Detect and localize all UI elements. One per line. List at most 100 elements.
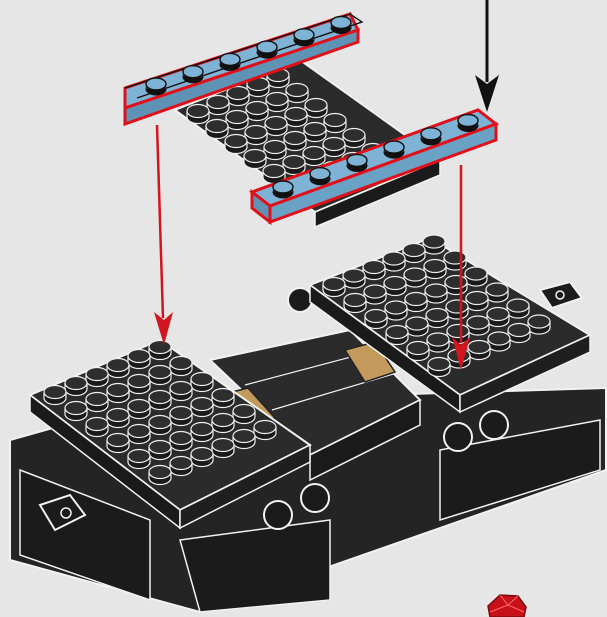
stud bbox=[467, 316, 489, 335]
stud bbox=[149, 366, 171, 385]
stud bbox=[245, 126, 267, 145]
stud bbox=[468, 341, 490, 360]
stud bbox=[363, 261, 385, 280]
stud bbox=[86, 393, 108, 412]
stud bbox=[458, 115, 478, 132]
stud bbox=[528, 315, 550, 334]
stud bbox=[265, 117, 287, 136]
stud bbox=[347, 154, 367, 171]
stud bbox=[386, 326, 408, 345]
stud bbox=[183, 66, 203, 83]
stud bbox=[254, 421, 276, 440]
stud bbox=[212, 389, 234, 408]
stud bbox=[426, 309, 448, 328]
stud bbox=[323, 138, 345, 157]
stud bbox=[128, 425, 150, 444]
stud bbox=[310, 168, 330, 185]
stud bbox=[149, 466, 171, 485]
stud bbox=[257, 41, 277, 58]
stud bbox=[385, 301, 407, 320]
wheel bbox=[480, 411, 508, 439]
stud bbox=[44, 386, 66, 405]
stud bbox=[146, 78, 166, 95]
stud bbox=[508, 324, 530, 343]
stud bbox=[170, 407, 192, 426]
stud bbox=[233, 405, 255, 424]
placement-arrow-top bbox=[475, 0, 499, 112]
stud bbox=[365, 310, 387, 329]
stud bbox=[331, 17, 351, 34]
stud bbox=[273, 181, 293, 198]
stud bbox=[191, 423, 213, 442]
stud bbox=[191, 448, 213, 467]
stud bbox=[226, 111, 248, 130]
stud bbox=[403, 244, 425, 263]
wheel bbox=[444, 423, 472, 451]
stud bbox=[427, 333, 449, 352]
stud bbox=[488, 332, 510, 351]
stud bbox=[407, 342, 429, 361]
stud bbox=[207, 96, 229, 115]
stud bbox=[324, 114, 346, 133]
stud bbox=[128, 350, 150, 369]
stud bbox=[264, 141, 286, 160]
stud bbox=[487, 308, 509, 327]
stud bbox=[128, 400, 150, 419]
stud bbox=[424, 260, 446, 279]
stud bbox=[425, 284, 447, 303]
stud bbox=[86, 368, 108, 387]
stud bbox=[486, 283, 508, 302]
stud bbox=[212, 439, 234, 458]
wheel bbox=[288, 288, 312, 312]
stud bbox=[446, 300, 468, 319]
stud bbox=[445, 276, 467, 295]
stud bbox=[466, 292, 488, 311]
placement-arrow-left bbox=[154, 125, 173, 345]
stud bbox=[305, 99, 327, 118]
stud bbox=[170, 457, 192, 476]
stud bbox=[266, 93, 288, 112]
stud bbox=[227, 87, 249, 106]
wheel bbox=[264, 501, 292, 529]
upper-plate-assembly bbox=[125, 14, 496, 227]
stud bbox=[212, 414, 234, 433]
stud bbox=[507, 299, 529, 318]
stud bbox=[405, 293, 427, 312]
stud bbox=[107, 434, 129, 453]
stud bbox=[233, 430, 255, 449]
stud bbox=[447, 325, 469, 344]
stud bbox=[149, 391, 171, 410]
stud bbox=[149, 441, 171, 460]
stud bbox=[285, 108, 307, 127]
stud bbox=[107, 359, 129, 378]
stud bbox=[128, 450, 150, 469]
stud bbox=[220, 53, 240, 70]
stud bbox=[343, 269, 365, 288]
stud bbox=[206, 120, 228, 139]
stud bbox=[244, 150, 266, 169]
stud bbox=[225, 135, 247, 154]
stud bbox=[187, 105, 209, 124]
stud bbox=[294, 29, 314, 46]
red-gem-icon bbox=[488, 595, 526, 617]
stud bbox=[170, 432, 192, 451]
stud bbox=[384, 141, 404, 158]
stud bbox=[364, 285, 386, 304]
stud bbox=[406, 317, 428, 336]
stud bbox=[343, 129, 365, 148]
stud bbox=[304, 123, 326, 142]
stud bbox=[465, 267, 487, 286]
stud bbox=[246, 102, 268, 121]
stud bbox=[107, 409, 129, 428]
stud bbox=[149, 341, 171, 360]
stud bbox=[423, 235, 445, 254]
stud bbox=[384, 277, 406, 296]
stud bbox=[421, 128, 441, 145]
wheel bbox=[301, 484, 329, 512]
stud bbox=[65, 377, 87, 396]
stud bbox=[444, 251, 466, 270]
stud bbox=[344, 294, 366, 313]
stud bbox=[191, 373, 213, 392]
stud bbox=[283, 156, 305, 175]
